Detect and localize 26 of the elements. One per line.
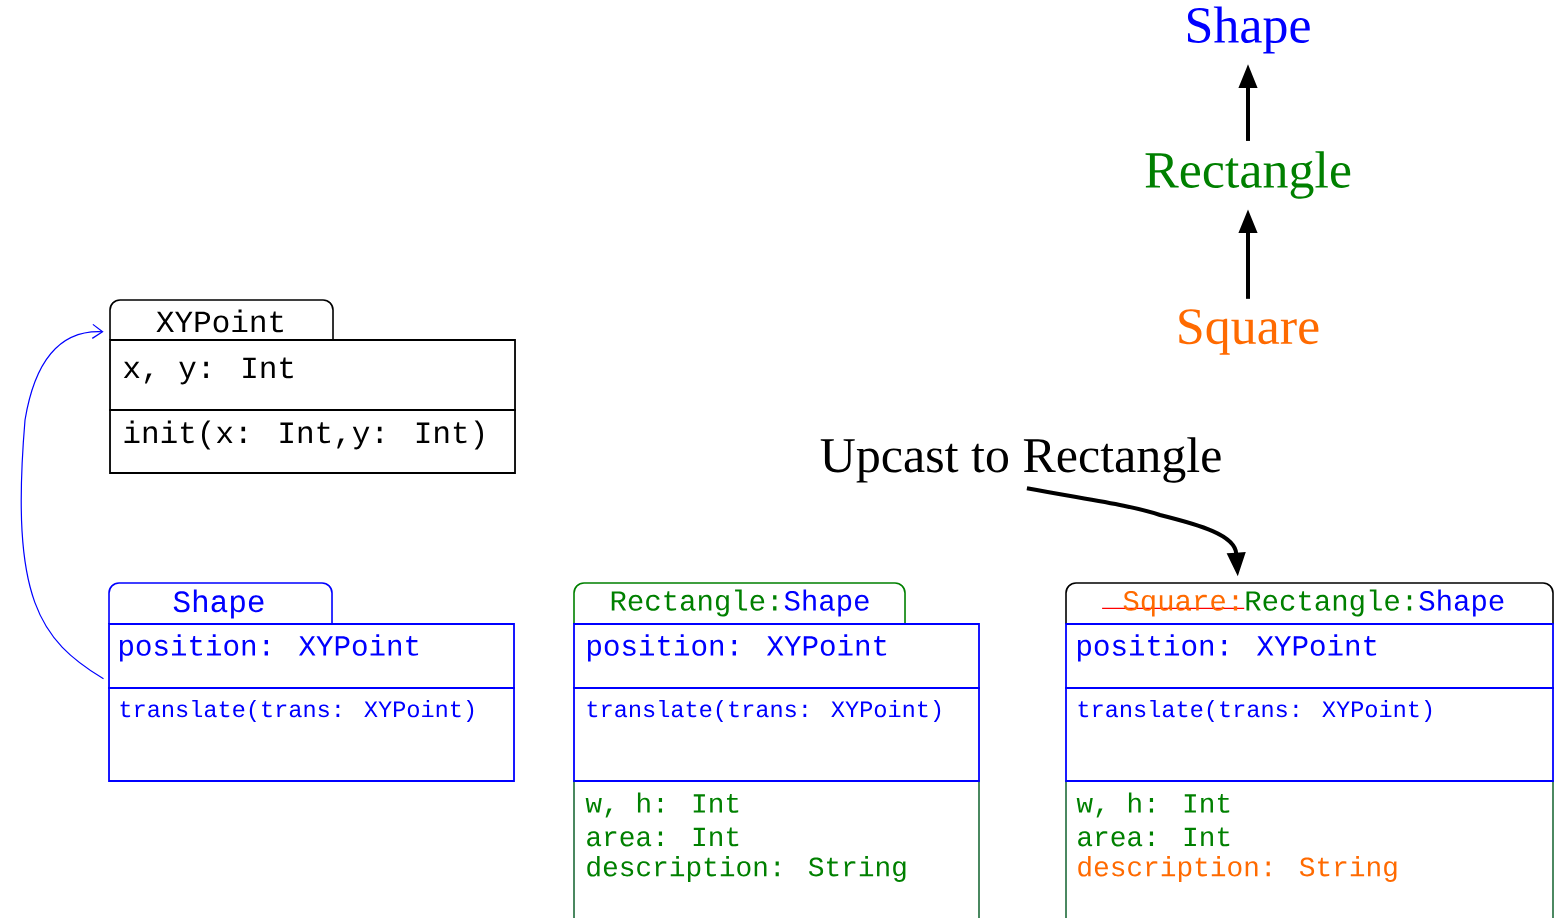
class-box [108,582,515,782]
method-text: translate(trans: XYPoint) [587,700,941,722]
class-label: Square [1179,309,1319,355]
attribute-text: x, y: Int [123,357,293,385]
class-box [573,582,980,919]
method-text: translate(trans: XYPoint) [1078,700,1432,722]
attribute-text: w, h: Int [585,792,739,818]
attribute-text: w, h: Int [1076,792,1230,818]
attribute-text: description: String [587,856,906,882]
arrow [20,323,105,680]
attribute-text: description: String [1078,856,1397,882]
class-label: Shape [1187,6,1310,54]
class-label: Rectangle [1145,151,1351,199]
attribute-text: area: Int [587,827,739,847]
attribute-text: position: XYPoint [119,634,419,662]
annotation-text: Upcast to Rectangle [820,437,1221,483]
attribute-text: position: XYPoint [587,634,887,662]
class-name: Rectangle: Shape [611,589,869,617]
class-box [109,299,516,474]
class-name: XYPoint [156,309,283,333]
attribute-text: position: XYPoint [1077,634,1377,662]
method-text: init(x: Int,y: Int) [124,420,483,450]
class-name: Shape [173,589,264,619]
attribute-text: area: Int [1078,827,1230,847]
method-text: translate(trans: XYPoint) [120,700,474,722]
class-box [1065,582,1554,919]
